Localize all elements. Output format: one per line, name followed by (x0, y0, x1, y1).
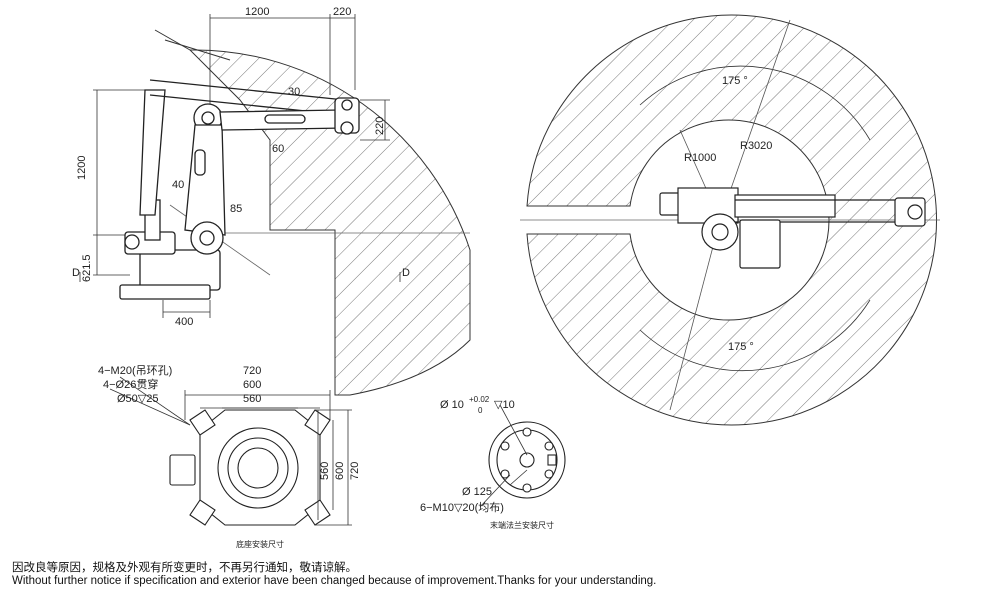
angle-85: 85 (230, 203, 242, 215)
base-bolt-hole: 4−M20(吊环孔) (98, 364, 172, 377)
section-mark-right: D (402, 267, 410, 279)
dim-top-1200: 1200 (245, 6, 269, 18)
base-width-560: 560 (243, 393, 261, 405)
base-dimensions (109, 376, 352, 526)
base-width-720: 720 (243, 365, 261, 377)
flange-caption: 末端法兰安装尺寸 (490, 520, 554, 530)
flange-bore-depth: ▽10 (494, 399, 515, 411)
flange-bore-tol-upper: +0.02 (469, 395, 490, 404)
dim-top-220: 220 (333, 6, 351, 18)
top-angle-lower: 175 ° (728, 341, 754, 353)
top-work-envelope (520, 14, 940, 426)
base-caption: 底座安装尺寸 (236, 539, 284, 549)
flange-pcd: Ø 125 (462, 486, 492, 498)
angle-60: 60 (272, 143, 284, 155)
flange-thread: 6−M10▽20(均布) (420, 501, 504, 514)
base-through-hole: 4−Ø26贯穿 (103, 377, 158, 391)
angle-40: 40 (172, 179, 184, 191)
flange-bore-tol-lower: 0 (478, 406, 483, 415)
top-angle-upper: 175 ° (722, 75, 748, 87)
radius-r3020: R3020 (740, 140, 772, 152)
angle-30: 30 (288, 86, 300, 98)
flange-leaders (479, 404, 528, 508)
section-mark-left: D (72, 267, 80, 279)
footer-note-english: Without further notice if specification … (12, 575, 657, 587)
dim-400: 400 (175, 316, 193, 328)
side-dimensions (79, 14, 401, 318)
flange-bore: Ø 10 (440, 399, 464, 411)
base-counterbore: Ø50▽25 (117, 393, 159, 405)
robot-arm-side (119, 79, 360, 300)
base-height-600: 600 (334, 462, 346, 480)
dim-right-220: 220 (374, 117, 386, 135)
footer-note-chinese: 因改良等原因，规格及外观有所变更时，不再另行通知，敬请谅解。 (12, 562, 357, 574)
base-width-600: 600 (243, 379, 261, 391)
base-height-720: 720 (349, 462, 361, 480)
dim-621-5: 621.5 (81, 254, 93, 282)
dim-left-1200: 1200 (76, 156, 88, 180)
flange-view (488, 421, 566, 499)
radius-r1000: R1000 (684, 152, 716, 164)
base-view (169, 409, 331, 526)
base-height-560: 560 (319, 462, 331, 480)
robot-arm-top (659, 187, 926, 269)
